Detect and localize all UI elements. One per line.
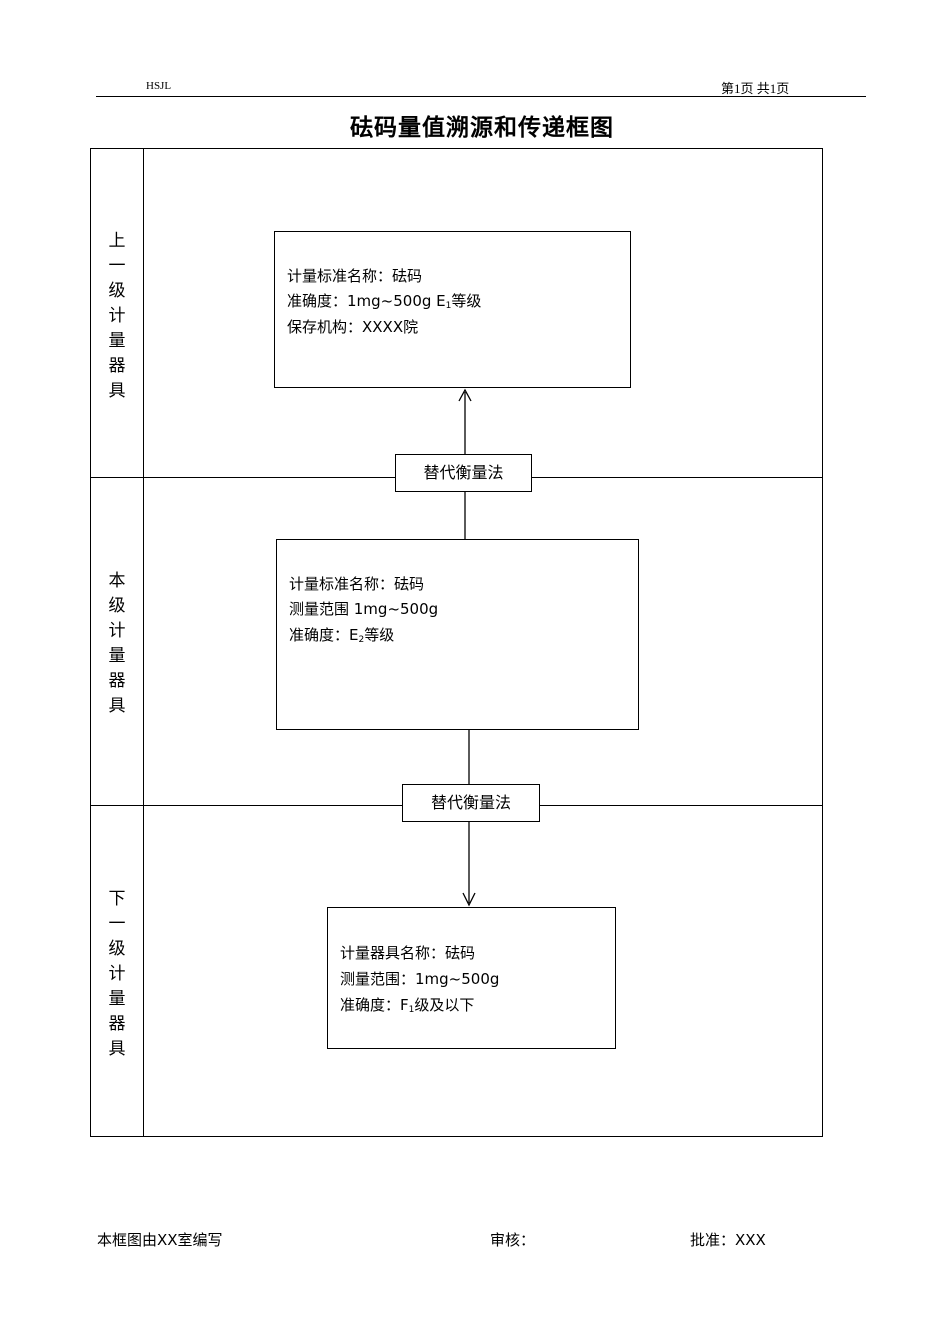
arrow-up-head xyxy=(458,388,472,402)
current-range-line: 测量范围 1mg~500g xyxy=(289,600,439,618)
method-box-upper: 替代衡量法 xyxy=(395,454,532,492)
level-label-char: 器 xyxy=(108,1014,126,1033)
level-label-upper: 上一级计量器具 xyxy=(102,228,132,403)
upper-accuracy-line: 准确度：1mg~500g E1等级 xyxy=(287,292,482,311)
level-label-lower: 下一级计量器具 xyxy=(102,886,132,1061)
lower-instrument-box: 计量器具名称：砝码 测量范围：1mg~500g 准确度：F1级及以下 xyxy=(327,907,616,1049)
level-label-char: 级 xyxy=(108,596,126,615)
lower-accuracy-line: 准确度：F1级及以下 xyxy=(340,996,475,1015)
level-label-char: 量 xyxy=(108,331,126,350)
page-title: 砝码量值溯源和传递框图 xyxy=(350,115,614,140)
upper-institution-line: 保存机构：XXXX院 xyxy=(287,318,419,336)
footer-reviewed: 审核： xyxy=(490,1231,536,1249)
level-label-char: 计 xyxy=(108,621,126,640)
level-label-char: 具 xyxy=(108,696,126,715)
header-divider xyxy=(96,96,866,97)
current-name-line: 计量标准名称：砝码 xyxy=(289,575,425,593)
level-label-char: 一 xyxy=(108,256,126,275)
current-accuracy-line: 准确度：E2等级 xyxy=(289,626,395,645)
arrow-down-head xyxy=(462,892,476,907)
footer-compiled-by: 本框图由XX室编写 xyxy=(97,1231,223,1249)
footer-approved: 批准：XXX xyxy=(690,1231,766,1249)
level-label-char: 器 xyxy=(108,671,126,690)
upper-standard-box: 计量标准名称：砝码 准确度：1mg~500g E1等级 保存机构：XXXX院 xyxy=(274,231,631,388)
lower-range-line: 测量范围：1mg~500g xyxy=(340,970,500,988)
level-label-char: 器 xyxy=(108,356,126,375)
upper-name-line: 计量标准名称：砝码 xyxy=(287,267,423,285)
level-label-char: 级 xyxy=(108,939,126,958)
level-label-char: 量 xyxy=(108,989,126,1008)
header-code: HSJL xyxy=(146,80,172,92)
lower-name-line: 计量器具名称：砝码 xyxy=(340,944,476,962)
level-label-char: 计 xyxy=(108,964,126,983)
level-label-char: 计 xyxy=(108,306,126,325)
level-label-char: 本 xyxy=(108,571,126,590)
level-label-char: 级 xyxy=(108,281,126,300)
label-column-divider xyxy=(143,148,144,1137)
level-label-char: 上 xyxy=(108,231,126,250)
method-box-lower: 替代衡量法 xyxy=(402,784,540,822)
diagram-frame xyxy=(90,148,823,1137)
level-label-char: 下 xyxy=(108,889,126,908)
level-label-char: 一 xyxy=(108,914,126,933)
page-info: 第1页 共1页 xyxy=(721,81,790,96)
level-label-current: 本级计量器具 xyxy=(102,568,132,718)
level-label-char: 具 xyxy=(108,1039,126,1058)
current-standard-box: 计量标准名称：砝码 测量范围 1mg~500g 准确度：E2等级 xyxy=(276,539,639,730)
level-label-char: 具 xyxy=(108,381,126,400)
level-label-char: 量 xyxy=(108,646,126,665)
